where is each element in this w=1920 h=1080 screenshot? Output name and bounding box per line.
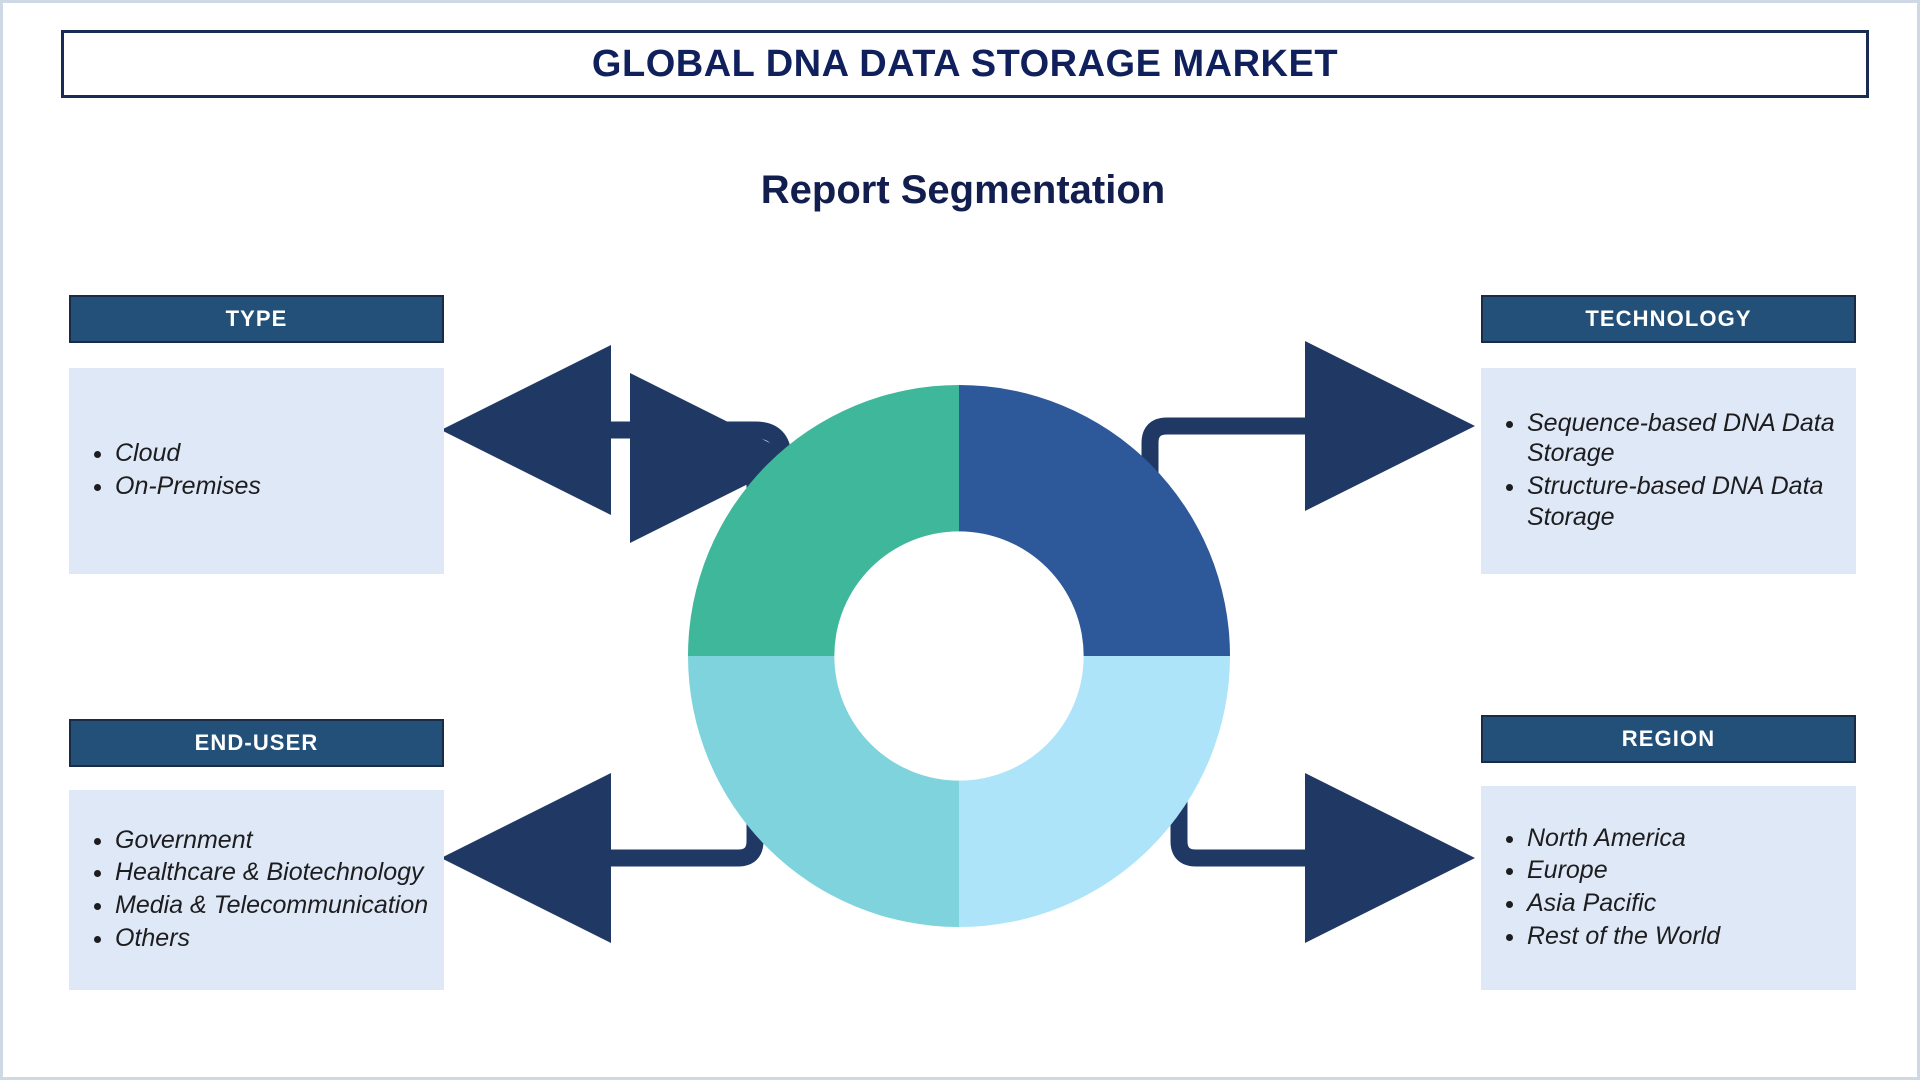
list-item: Healthcare & Biotechnology [94, 857, 430, 888]
section-header-end-user[interactable]: END-USER [69, 719, 444, 767]
segmentation-donut-chart [688, 385, 1230, 927]
list-item: Structure-based DNA Data Storage [1506, 471, 1842, 533]
section-list-region: North America Europe Asia Pacific Rest o… [1481, 823, 1856, 954]
section-header-type[interactable]: TYPE [69, 295, 444, 343]
section-header-technology[interactable]: TECHNOLOGY [1481, 295, 1856, 343]
list-item: Others [94, 923, 430, 954]
list-item: Cloud [94, 438, 430, 469]
section-label-region: REGION [1621, 726, 1716, 751]
page-title: GLOBAL DNA DATA STORAGE MARKET [591, 42, 1339, 85]
donut-hole [834, 531, 1084, 781]
section-body-technology: Sequence-based DNA Data Storage Structur… [1481, 368, 1856, 574]
subtitle: Report Segmentation [760, 168, 1166, 212]
section-body-end-user: Government Healthcare & Biotechnology Me… [69, 790, 444, 990]
list-item: Media & Telecommunication [94, 891, 429, 919]
list-item: Europe [1506, 855, 1842, 886]
section-list-technology: Sequence-based DNA Data Storage Structur… [1481, 408, 1856, 535]
section-header-region[interactable]: REGION [1481, 715, 1856, 763]
section-body-type: Cloud On-Premises [69, 368, 444, 574]
section-label-technology: TECHNOLOGY [1585, 306, 1752, 331]
list-item: North America [1506, 823, 1842, 854]
list-item: Government [94, 825, 430, 856]
list-item: Rest of the World [1506, 921, 1842, 952]
section-label-type: TYPE [225, 306, 288, 331]
section-body-region: North America Europe Asia Pacific Rest o… [1481, 786, 1856, 990]
section-list-type: Cloud On-Premises [69, 438, 444, 504]
section-label-end-user: END-USER [194, 730, 319, 755]
section-list-end-user: Government Healthcare & Biotechnology Me… [69, 825, 444, 956]
list-item: Sequence-based DNA Data Storage [1506, 408, 1842, 470]
list-item: Asia Pacific [1506, 888, 1842, 919]
list-item: On-Premises [94, 471, 430, 502]
title-bar: GLOBAL DNA DATA STORAGE MARKET [61, 30, 1869, 98]
